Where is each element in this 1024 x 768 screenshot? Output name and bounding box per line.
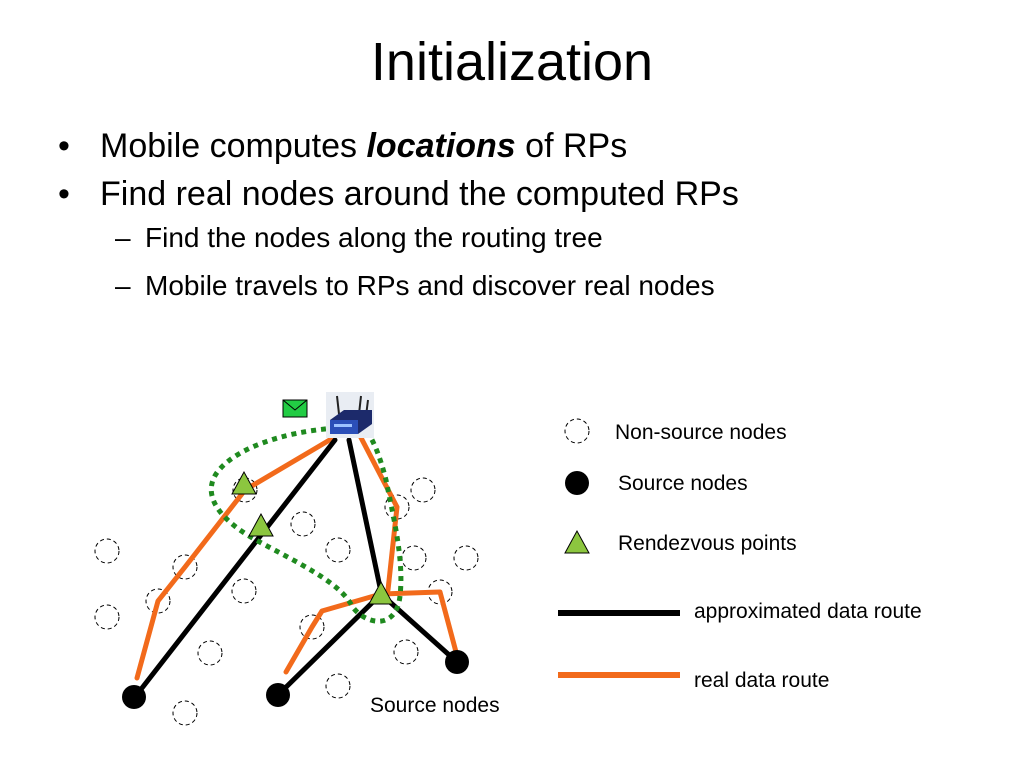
real-data-routes bbox=[134, 427, 459, 681]
non-source-node bbox=[231, 578, 257, 604]
non-source-nodes bbox=[94, 477, 479, 726]
legend-source-label: Source nodes bbox=[618, 472, 748, 495]
non-source-node bbox=[290, 511, 316, 537]
real-route bbox=[354, 427, 400, 593]
legend-real-label: real data route bbox=[694, 669, 829, 692]
non-source-node bbox=[172, 700, 198, 726]
source-node bbox=[266, 683, 290, 707]
legend-rendezvous-label: Rendezvous points bbox=[618, 532, 797, 555]
bullet-1-emphasis: locations bbox=[366, 127, 516, 165]
non-source-node bbox=[393, 639, 419, 665]
legend-source-swatch bbox=[565, 471, 589, 495]
legend: Non-source nodes Source nodes Rendezvous… bbox=[558, 418, 922, 692]
non-source-node bbox=[94, 604, 120, 630]
source-nodes bbox=[122, 650, 469, 709]
bullet-item-1: • Mobile computes locations of RPs bbox=[58, 124, 739, 172]
rendezvous-point bbox=[248, 512, 274, 537]
non-source-node bbox=[384, 494, 410, 520]
approximated-route bbox=[132, 437, 338, 700]
bullet-marker: • bbox=[58, 175, 70, 213]
sub-bullet-item-1: – Find the nodes along the routing tree bbox=[58, 220, 739, 268]
legend-approximated-label: approximated data route bbox=[694, 600, 922, 623]
sub-bullet-marker: – bbox=[115, 270, 131, 301]
rendezvous-point bbox=[368, 580, 394, 605]
non-source-node bbox=[197, 640, 223, 666]
message-envelope-icon bbox=[282, 399, 308, 418]
approximated-route bbox=[346, 437, 384, 595]
slide-title: Initialization bbox=[370, 32, 654, 92]
non-source-node bbox=[145, 588, 171, 614]
bullet-2-text: Find real nodes around the computed RPs bbox=[100, 175, 739, 213]
bullet-item-2: • Find real nodes around the computed RP… bbox=[58, 172, 739, 220]
non-source-node bbox=[401, 545, 427, 571]
sub-bullet-1-text: Find the nodes along the routing tree bbox=[145, 222, 603, 253]
non-source-node bbox=[172, 554, 198, 580]
bullet-marker: • bbox=[58, 127, 70, 165]
real-route bbox=[134, 435, 336, 681]
legend-non-source-label: Non-source nodes bbox=[615, 421, 787, 444]
rendezvous-points bbox=[231, 470, 394, 605]
wireless-router-icon bbox=[326, 392, 374, 438]
approximated-data-routes bbox=[132, 437, 460, 700]
bullet-1-prefix: Mobile computes bbox=[100, 127, 367, 165]
rendezvous-point bbox=[231, 470, 257, 495]
bullet-1-suffix: of RPs bbox=[515, 127, 628, 165]
non-source-node bbox=[453, 545, 479, 571]
sub-bullet-marker: – bbox=[115, 222, 131, 253]
source-nodes-caption: Source nodes bbox=[370, 694, 500, 717]
approximated-route bbox=[378, 591, 460, 665]
source-node bbox=[122, 685, 146, 709]
non-source-node bbox=[325, 537, 351, 563]
source-node bbox=[445, 650, 469, 674]
non-source-node bbox=[299, 614, 325, 640]
non-source-node bbox=[325, 673, 351, 699]
bullet-list: • Mobile computes locations of RPs • Fin… bbox=[58, 124, 739, 316]
sub-bullet-2-text: Mobile travels to RPs and discover real … bbox=[145, 270, 715, 301]
non-source-node bbox=[410, 477, 436, 503]
approximated-route bbox=[275, 591, 384, 698]
non-source-node bbox=[94, 538, 120, 564]
legend-non-source-swatch bbox=[564, 418, 590, 444]
legend-rendezvous-swatch bbox=[564, 529, 590, 554]
sub-bullet-item-2: – Mobile travels to RPs and discover rea… bbox=[58, 268, 739, 316]
